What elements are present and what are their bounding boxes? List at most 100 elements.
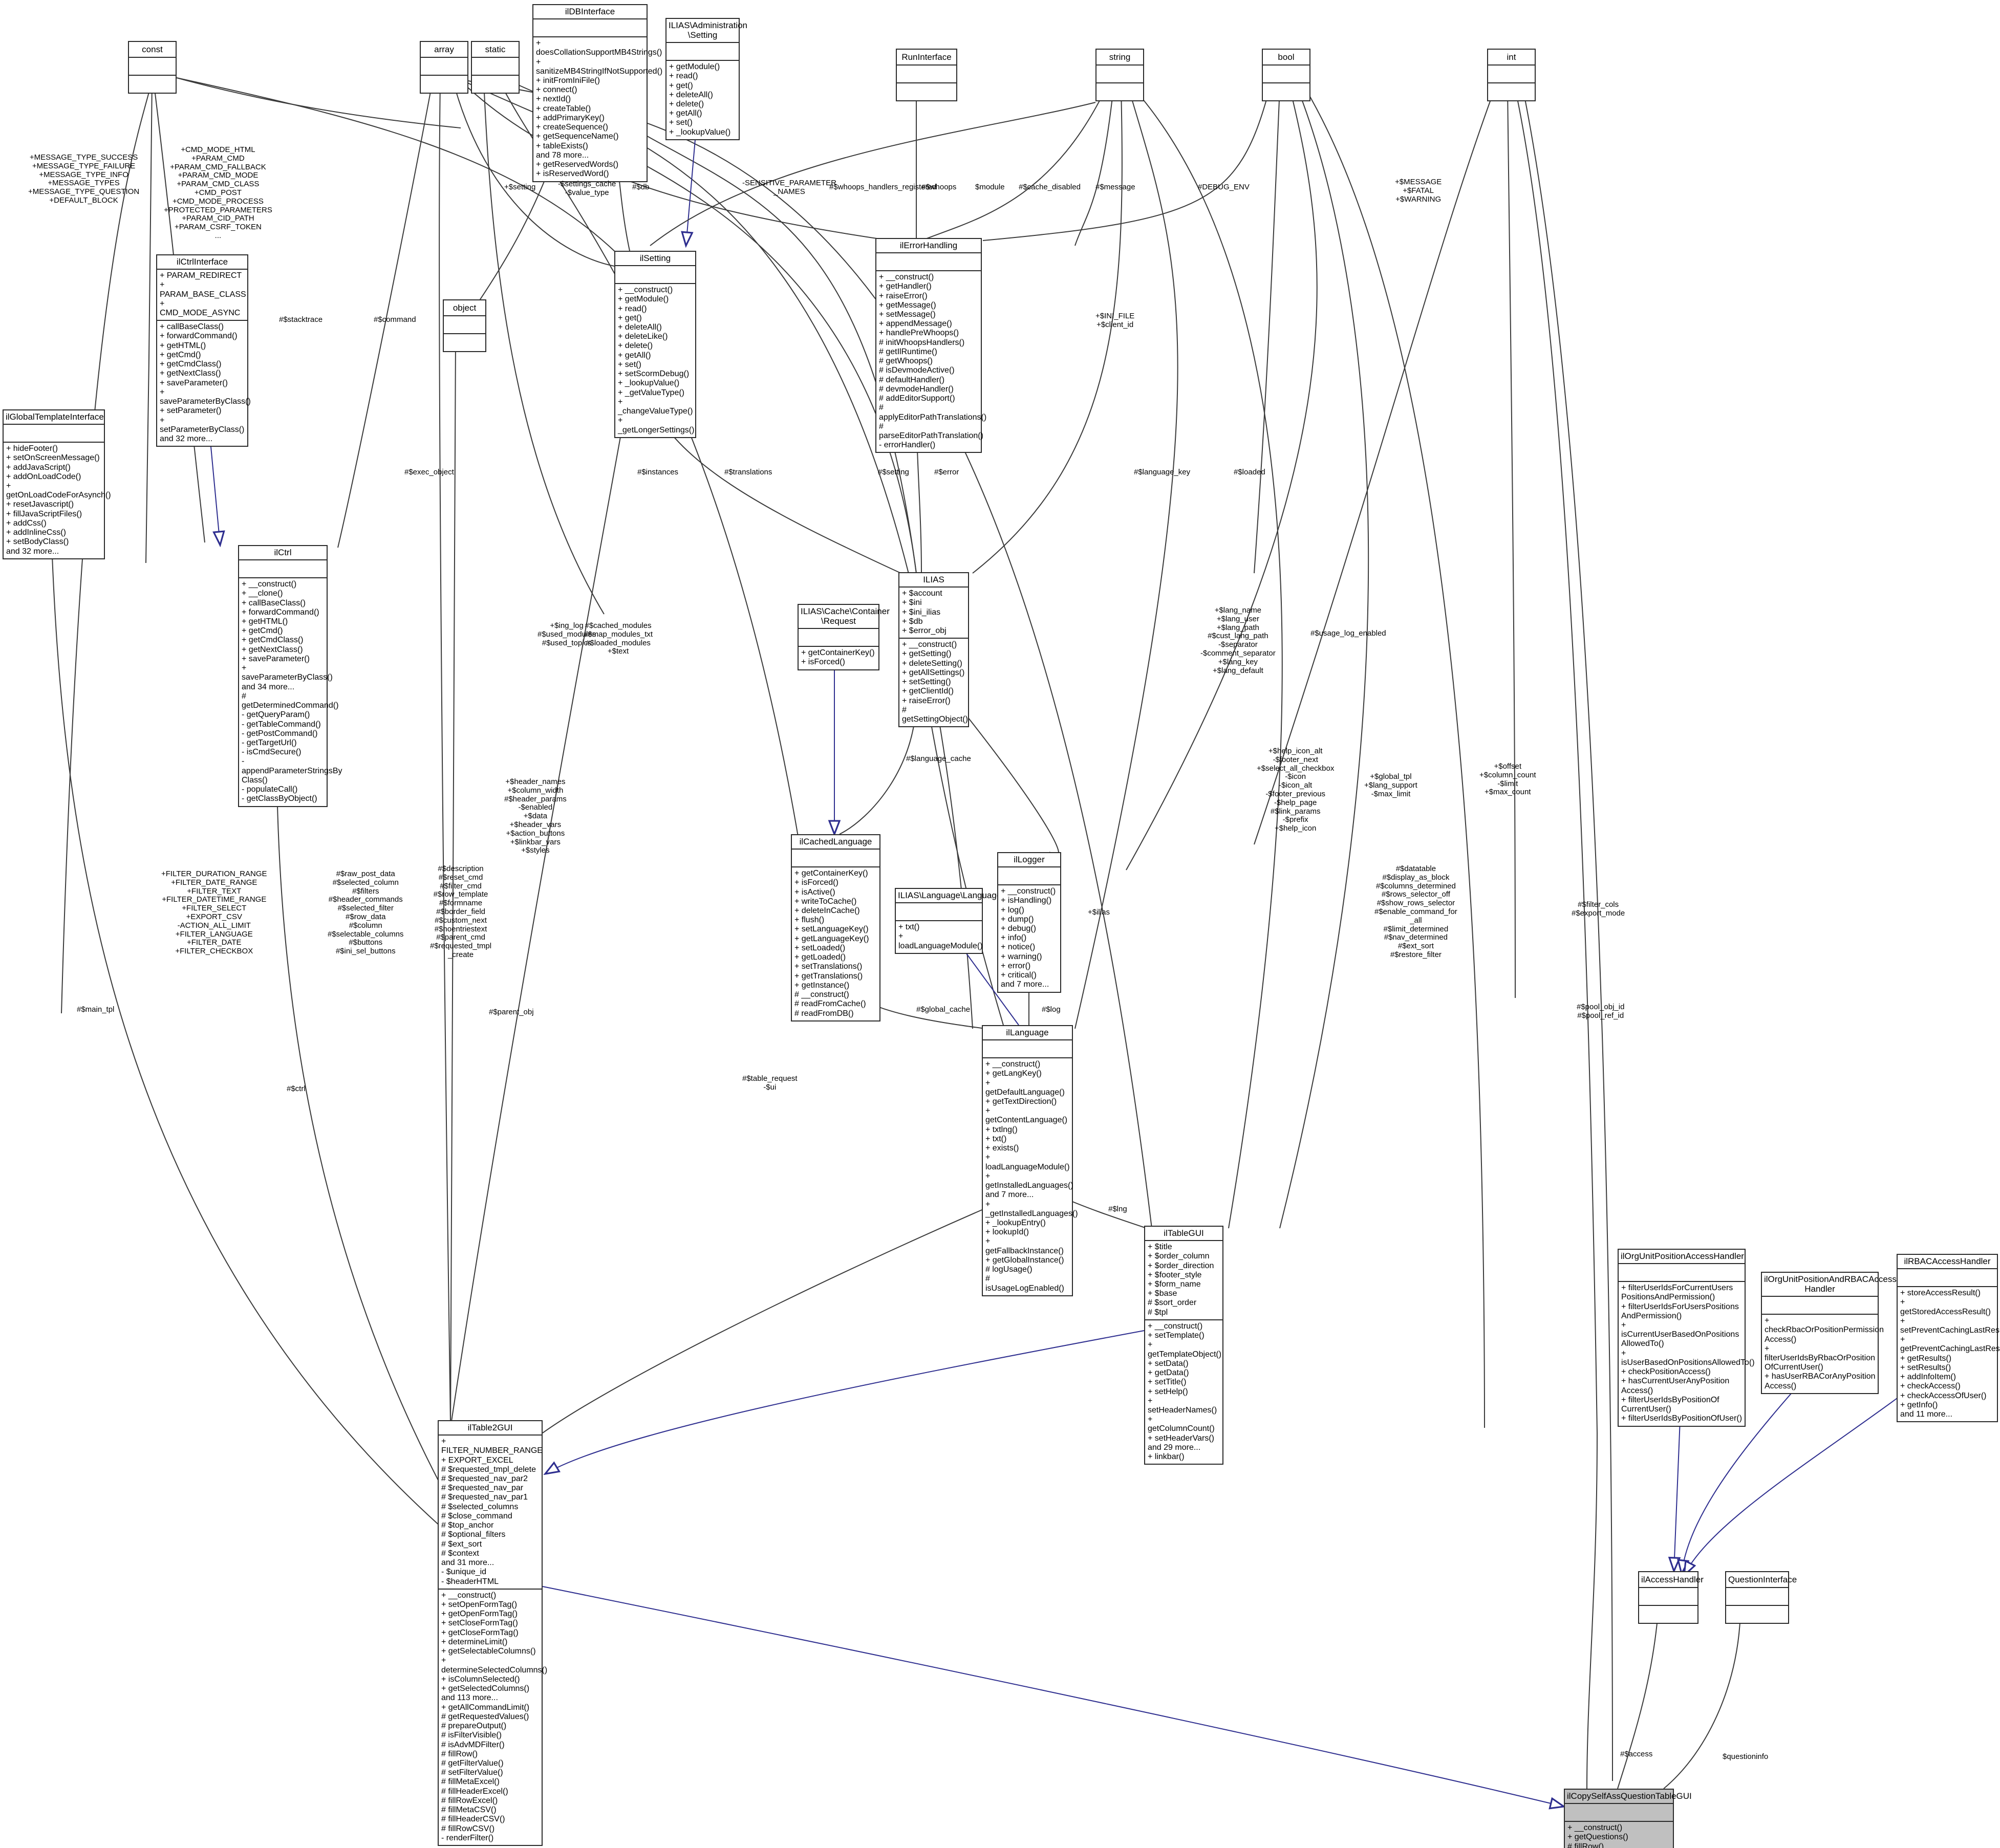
operation-row: + getDefaultLanguage() <box>985 1078 1065 1097</box>
operation-row: - getTargetUrl() <box>242 738 297 748</box>
class-node-ilAccessHandler[interactable]: ilAccessHandler <box>1638 1571 1704 1624</box>
class-node-ilDBInterface[interactable]: ilDBInterface+ doesCollationSupportMB4St… <box>532 4 662 182</box>
class-node-operations: + hideFooter()+ setOnScreenMessage()+ ad… <box>4 443 111 558</box>
operation-row: + delete() <box>669 100 704 108</box>
section-divider <box>876 252 981 254</box>
edge-label-l-globalcache: #$global_cache <box>916 1005 971 1014</box>
operation-row: + debug() <box>1001 924 1036 933</box>
operation-row: + callBaseClass() <box>242 598 306 607</box>
class-node-ilTableGUI[interactable]: ilTableGUI+ $title+ $order_column+ $orde… <box>1144 1226 1223 1465</box>
operation-row: + getFallbackInstance() <box>985 1237 1064 1255</box>
operation-row: - isCmdSecure() <box>242 748 302 757</box>
class-node-title: int <box>1507 52 1516 62</box>
class-node-array[interactable]: array <box>420 41 468 94</box>
class-node-attributes <box>1565 1804 1673 1821</box>
class-node-ilGlobalTemplateInterface[interactable]: ilGlobalTemplateInterface+ hideFooter()+… <box>3 409 111 559</box>
operation-row: + addPrimaryKey() <box>536 113 605 122</box>
section-divider <box>1726 1587 1788 1589</box>
operation-row: + lookupId() <box>985 1228 1029 1237</box>
section-divider <box>1639 1605 1697 1606</box>
class-node-int[interactable]: int <box>1487 49 1536 102</box>
edge-label-l-lng: #$lng <box>1108 1205 1127 1213</box>
operation-row: # initWhoopsHandlers() <box>879 338 965 347</box>
class-node-operations: + __construct()+ getSetting()+ deleteSet… <box>899 639 968 726</box>
edge-label-l-filtercols: #$filter_cols #$export_mode <box>1572 900 1625 918</box>
operation-row: + __construct() <box>1567 1823 1623 1833</box>
class-node-ilCtrlInterface[interactable]: ilCtrlInterface+ PARAM_REDIRECT+ PARAM_B… <box>156 254 251 447</box>
operation-row: + getAllSettings() <box>902 668 965 677</box>
section-divider <box>1898 1286 1997 1288</box>
class-node-title: array <box>434 45 454 54</box>
class-node-static[interactable]: static <box>471 41 520 94</box>
class-node-ilCtrl[interactable]: ilCtrl+ __construct()+ __clone()+ callBa… <box>238 545 342 807</box>
operation-row: + getCmd() <box>242 626 283 636</box>
class-node-operations <box>421 76 467 93</box>
operation-row: + _lookupEntry() <box>985 1219 1046 1228</box>
operation-row: + getTranslations() <box>794 971 863 981</box>
section-divider <box>472 57 519 58</box>
section-divider <box>157 320 247 321</box>
operation-row: # isUsageLogEnabled() <box>985 1274 1064 1293</box>
operation-row: - getPostCommand() <box>242 729 318 738</box>
operation-row: + getOnLoadCodeForAsynch() <box>6 481 111 500</box>
edge-label-l-whoopsreg: #$whoops_handlers_registered <box>829 183 937 191</box>
operation-row: + getMessage() <box>879 300 936 310</box>
operation-row: + handlePreWhoops() <box>879 329 959 338</box>
class-node-attributes <box>239 560 327 577</box>
class-node-ILIAS[interactable]: ILIAS+ $account+ $ini+ $ini_ilias+ $db+ … <box>898 572 969 728</box>
class-node-ilRBACAccessHandler[interactable]: ilRBACAccessHandler+ storeAccessResult()… <box>1897 1254 2000 1423</box>
operation-row: + deleteLike() <box>618 332 668 341</box>
operation-row: + writeToCache() <box>794 897 857 906</box>
class-node-attributes: + $title+ $order_column+ $order_directio… <box>1145 1241 1222 1319</box>
class-node-RunInterface[interactable]: RunInterface <box>896 49 957 102</box>
operation-row: + _getInstalledLanguages() <box>985 1200 1078 1218</box>
class-node-ilCachedLanguage[interactable]: ilCachedLanguage+ getContainerKey()+ isF… <box>791 834 880 1021</box>
class-node-const[interactable]: const <box>128 41 177 94</box>
operation-row: + setLanguageKey() <box>794 925 869 934</box>
class-node-ILIASLanguageLanguage[interactable]: ILIAS\Language\Language+ txt()+ loadLang… <box>895 888 1001 954</box>
class-node-string[interactable]: string <box>1095 49 1144 102</box>
class-node-ilOrgUnitPositionAccessHandler[interactable]: ilOrgUnitPositionAccessHandler+ filterUs… <box>1618 1249 1755 1427</box>
operation-row: - errorHandler() <box>879 441 936 450</box>
class-node-ILIASAdministrationSetting[interactable]: ILIAS\Administration \Setting+ getModule… <box>665 18 747 140</box>
operation-row: and 32 more... <box>160 434 213 444</box>
operation-row: + createTable() <box>536 104 591 113</box>
attribute-row: - $unique_id <box>441 1568 487 1577</box>
operation-row: + getTemplateObject() <box>1148 1340 1222 1359</box>
edge-label-l-parentobj: #$parent_obj <box>489 1008 534 1016</box>
class-node-title: ilAccessHandler <box>1641 1575 1704 1584</box>
class-node-object[interactable]: object <box>443 299 486 353</box>
class-node-ilSetting[interactable]: ilSetting+ __construct()+ getModule()+ r… <box>614 251 696 438</box>
attribute-row: + FILTER_NUMBER_RANGE <box>441 1437 543 1455</box>
operation-row: + setData() <box>1148 1359 1189 1368</box>
class-node-title: ilLogger <box>1014 855 1045 864</box>
class-node-ilErrorHandling[interactable]: ilErrorHandling+ __construct()+ getHandl… <box>875 238 987 453</box>
class-node-ILIASCacheContainerRequest[interactable]: ILIAS\Cache\Container \Request+ getConta… <box>798 604 890 670</box>
class-node-ilLanguage[interactable]: ilLanguage+ __construct()+ getLangKey()+… <box>982 1025 1078 1296</box>
operation-row: + set() <box>669 118 693 127</box>
class-node-attributes <box>897 66 956 82</box>
section-divider <box>1639 1587 1697 1589</box>
class-node-ilOrgUnitPositionAndRBACAccessHandler[interactable]: ilOrgUnitPositionAndRBACAccess Handler+ … <box>1761 1272 1897 1394</box>
operation-row: + raiseError() <box>902 696 951 705</box>
operation-row: + connect() <box>536 85 577 95</box>
operation-row: # applyEditorPathTranslations() <box>879 403 987 422</box>
section-divider <box>666 60 739 61</box>
operation-row: + getOpenFormTag() <box>441 1610 518 1619</box>
class-node-bool[interactable]: bool <box>1262 49 1310 102</box>
operation-row: # getIlRuntime() <box>879 347 937 356</box>
operation-row: + get() <box>618 313 642 322</box>
edge-label-l-execobject: #$exec_object <box>404 468 454 476</box>
edge-label-l-cmdconst: +CMD_MODE_HTML +PARAM_CMD +PARAM_CMD_FAL… <box>164 145 272 240</box>
operation-row: and 32 more... <box>6 547 59 556</box>
class-node-ilLogger[interactable]: ilLogger+ __construct()+ isHandling()+ l… <box>997 852 1061 993</box>
class-node-operations <box>129 76 176 93</box>
operation-row: + getAll() <box>618 351 651 360</box>
section-divider <box>1762 1296 1878 1297</box>
class-node-QuestionInterface[interactable]: QuestionInterface <box>1725 1571 1797 1624</box>
class-node-ilTable2GUI[interactable]: ilTable2GUI+ FILTER_NUMBER_RANGE+ EXPORT… <box>438 1420 547 1846</box>
class-node-ilCopySelfAssQuestionTableGUI[interactable]: ilCopySelfAssQuestionTableGUI+ __constru… <box>1564 1789 1692 1848</box>
section-divider <box>897 64 956 66</box>
operation-row: + getSelectableColumns() <box>441 1647 536 1656</box>
operation-row: + getNextClass() <box>242 645 303 654</box>
